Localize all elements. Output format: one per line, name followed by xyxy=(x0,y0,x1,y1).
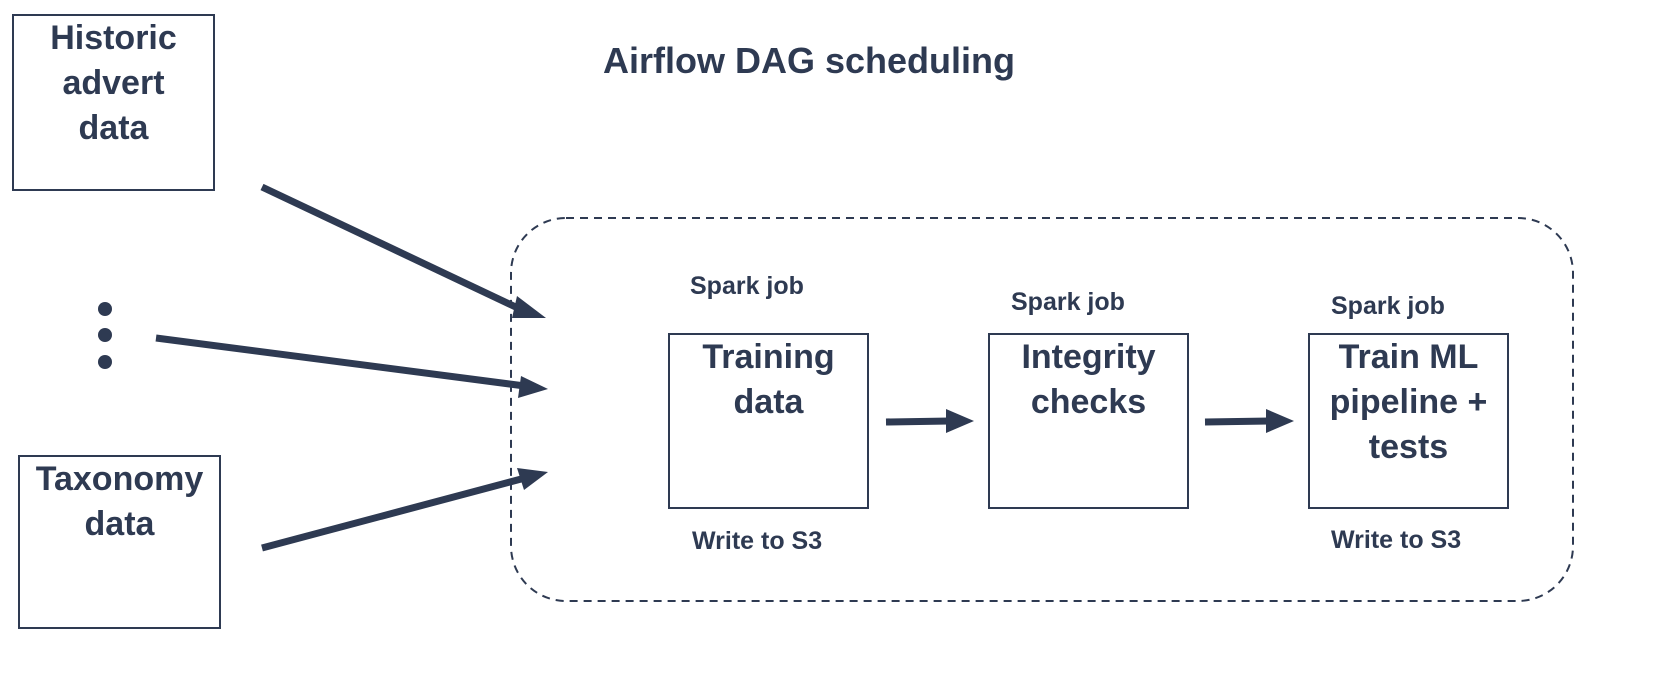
training-data-box: Training data xyxy=(668,333,869,509)
train-ml-line-2: pipeline + xyxy=(1329,383,1488,421)
arrowhead-ellipsis xyxy=(518,376,548,398)
train-ml-pipeline-box: Train ML pipeline + tests xyxy=(1308,333,1509,509)
arrowhead-taxonomy xyxy=(517,468,548,490)
arrow-historic-to-dag xyxy=(260,183,524,314)
step-3-bottom-label: Write to S3 xyxy=(1331,526,1462,554)
historic-line-2: advert xyxy=(62,64,165,102)
arrow-training-to-integrity xyxy=(885,417,951,426)
arrow-ellipsis-to-dag xyxy=(155,334,526,390)
training-data-text: Training data xyxy=(702,335,834,425)
taxonomy-line-1: Taxonomy xyxy=(35,460,204,498)
taxonomy-line-2: data xyxy=(84,505,155,543)
arrow-taxonomy-to-dag xyxy=(261,474,526,552)
historic-advert-data-text: Historic advert data xyxy=(50,16,177,151)
historic-line-3: data xyxy=(78,109,149,147)
integrity-line-2: checks xyxy=(1030,383,1147,421)
arrowhead-training-to-integrity xyxy=(946,409,974,433)
arrow-integrity-to-train-ml xyxy=(1204,417,1271,426)
step-3-top-label: Spark job xyxy=(1331,292,1445,320)
taxonomy-data-text: Taxonomy data xyxy=(36,457,204,547)
step-2-top-label: Spark job xyxy=(1011,288,1125,316)
integrity-checks-text: Integrity checks xyxy=(1021,335,1155,425)
integrity-checks-box: Integrity checks xyxy=(988,333,1189,509)
integrity-line-1: Integrity xyxy=(1021,338,1156,376)
training-line-2: data xyxy=(733,383,804,421)
historic-advert-data-box: Historic advert data xyxy=(12,14,215,191)
arrowhead-historic xyxy=(512,296,546,318)
train-ml-pipeline-text: Train ML pipeline + tests xyxy=(1330,335,1488,470)
arrowhead-integrity-to-train-ml xyxy=(1266,409,1294,433)
taxonomy-data-box: Taxonomy data xyxy=(18,455,221,629)
diagram-title: Airflow DAG scheduling xyxy=(603,40,1016,81)
historic-line-1: Historic xyxy=(50,19,177,57)
train-ml-line-1: Train ML xyxy=(1338,338,1479,376)
train-ml-line-3: tests xyxy=(1368,428,1449,466)
ellipsis-icon xyxy=(98,302,112,369)
training-line-1: Training xyxy=(702,338,835,376)
step-1-bottom-label: Write to S3 xyxy=(692,527,823,555)
airflow-dag-container xyxy=(510,217,1574,602)
step-1-top-label: Spark job xyxy=(690,272,804,300)
